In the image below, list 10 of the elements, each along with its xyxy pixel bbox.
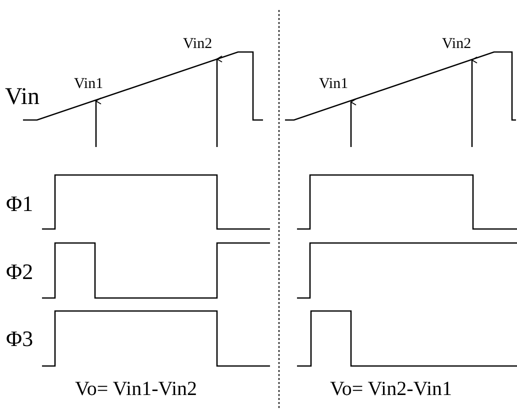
sample-label: Vin1	[319, 77, 348, 92]
output-formula: Vo= Vin2-Vin1	[330, 379, 452, 399]
output-formula: Vo= Vin1-Vin2	[75, 379, 198, 399]
signal-label: Vin	[5, 85, 40, 109]
sample-label: Vin1	[74, 77, 104, 92]
sample-label: Vin2	[183, 37, 212, 52]
signal-label: Φ1	[6, 193, 34, 215]
sample-label: Vin2	[442, 37, 472, 52]
signal-label: Φ2	[6, 261, 34, 283]
signal-label: Φ3	[6, 328, 34, 350]
